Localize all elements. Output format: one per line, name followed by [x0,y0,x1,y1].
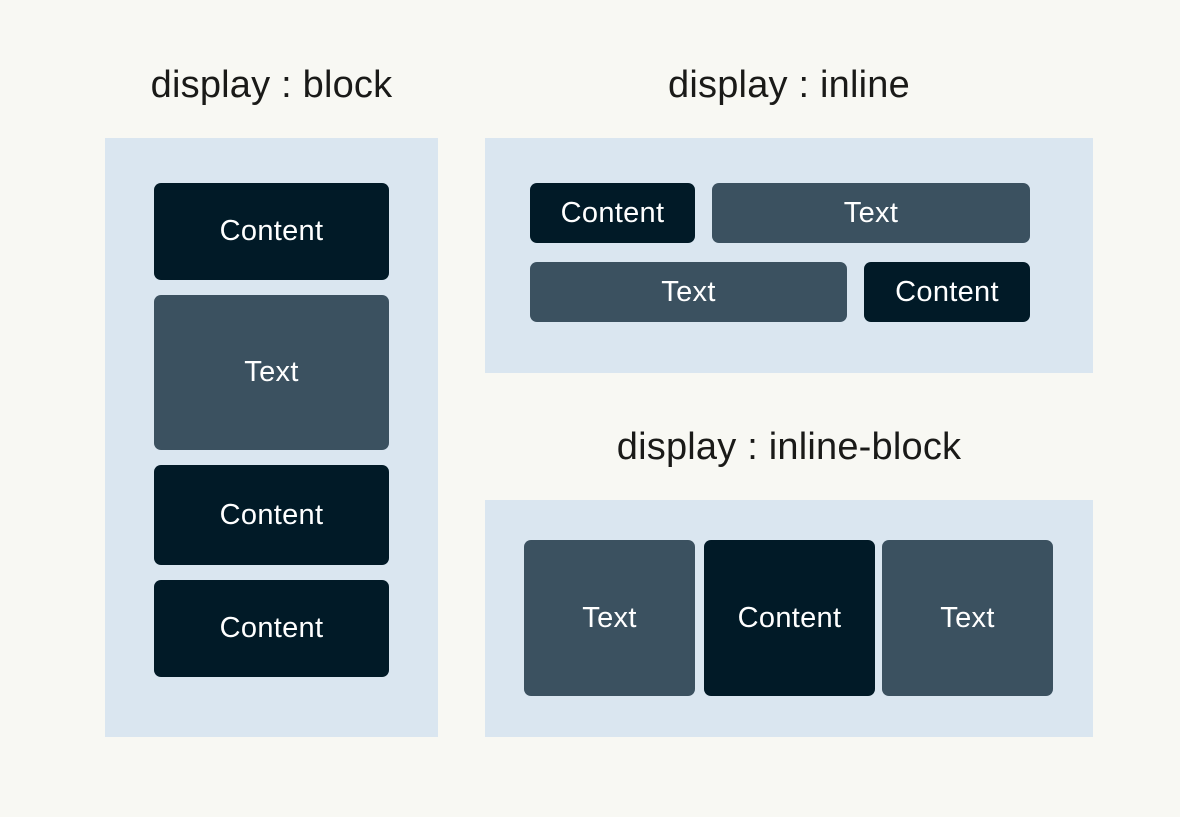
block-box-3-label: Content [219,498,324,531]
block-box-4: Content [154,580,389,677]
inline-box-3-label: Text [661,275,716,308]
inline-block-box-3: Text [882,540,1053,696]
inline-box-2: Text [712,183,1030,243]
block-box-1-label: Content [219,215,324,247]
inline-box-4-label: Content [895,275,999,308]
inline-box-1-label: Content [560,196,665,229]
inline-box-2-label: Text [843,196,899,229]
inline-block-box-1-label: Text [582,601,637,634]
panel-block: Content Text Content Content [105,138,438,737]
inline-block-box-2: Content [704,540,875,696]
inline-block-box-3-label: Text [940,601,995,634]
section-title-inline: display : inline [668,64,910,106]
inline-box-4: Content [864,262,1030,322]
block-box-4-label: Content [219,612,324,644]
inline-block-box-2-label: Content [737,601,842,634]
block-box-3: Content [154,465,389,565]
section-title-inline-block: display : inline-block [616,426,962,468]
panel-inline: Content Text Text Content [485,138,1093,373]
inline-box-3: Text [530,262,847,322]
block-box-2: Text [154,295,389,450]
block-box-2-label: Text [244,356,299,388]
inline-box-1: Content [530,183,695,243]
block-box-1: Content [154,183,389,280]
inline-block-box-1: Text [524,540,695,696]
panel-inline-block: Text Content Text [485,500,1093,737]
section-title-block: display : block [150,64,393,106]
